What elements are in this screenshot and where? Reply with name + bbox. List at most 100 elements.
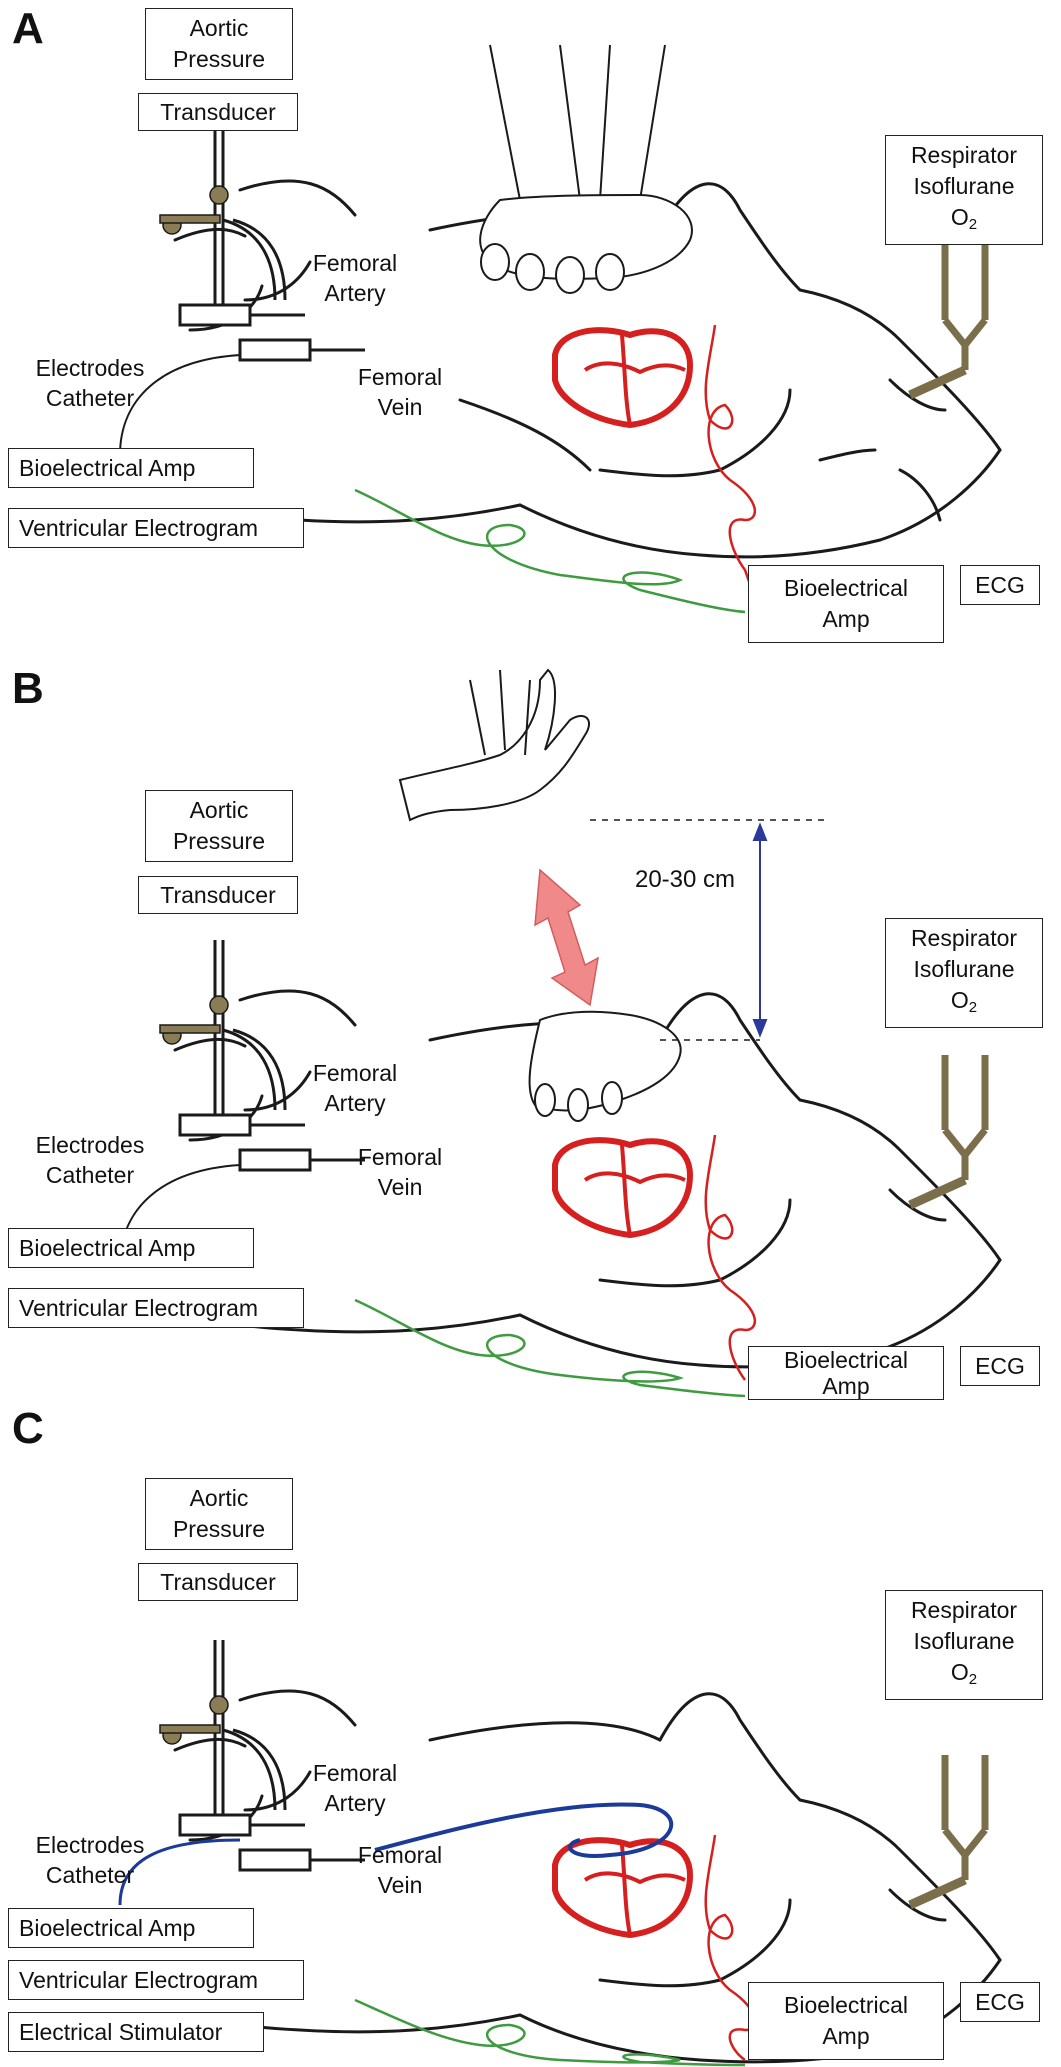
transducer-box: Transducer <box>138 1563 298 1601</box>
ventricular-electrogram-box: Ventricular Electrogram <box>8 1288 304 1328</box>
electrogram-lead <box>354 488 746 614</box>
respirator-label-2: Isoflurane <box>913 956 1015 982</box>
bioelectrical-amp-left-box: Bioelectrical Amp <box>8 448 254 488</box>
compression-arrow <box>534 868 599 1007</box>
panel-a: A Aortic Pressure Transducer Femoral Art… <box>0 0 1061 660</box>
ventricular-electrogram-box: Ventricular Electrogram <box>8 1960 304 2000</box>
bioelectrical-amp-right-label-2: Amp <box>822 1373 870 1399</box>
ecg-label: ECG <box>975 1988 1025 2015</box>
aortic-pressure-box: Aortic Pressure <box>145 1478 293 1550</box>
ecg-lead <box>704 324 757 591</box>
femoral-vein-label: Femoral Vein <box>350 1840 450 1900</box>
electrical-stimulator-box: Electrical Stimulator <box>8 2012 264 2052</box>
syringe-stopcock-icon <box>178 1640 365 1872</box>
heart-icon <box>552 1137 694 1239</box>
stopcock-valves <box>159 995 229 1045</box>
respirator-label-3: O2 <box>951 985 977 1023</box>
panel-letter-b: B <box>12 664 44 713</box>
femoral-artery-label: Femoral Artery <box>300 1058 410 1118</box>
aortic-pressure-label-2: Pressure <box>172 46 266 72</box>
respirator-tube-icon <box>908 1055 989 1210</box>
hand-icon <box>479 44 693 294</box>
syringe-stopcock-icon <box>178 940 365 1172</box>
femoral-vein-line-1: Femoral <box>357 1144 443 1170</box>
femoral-artery-line-2: Artery <box>324 1090 386 1116</box>
o2-sub: 2 <box>968 999 978 1016</box>
respirator-tube-icon <box>908 245 989 400</box>
stimulator-catheter <box>374 1802 674 1858</box>
bioelectrical-amp-right-label-1: Bioelectrical <box>784 575 908 601</box>
femoral-artery-line-2: Artery <box>324 280 386 306</box>
electrodes-line-1: Electrodes <box>35 1832 145 1858</box>
ecg-label: ECG <box>975 571 1025 598</box>
electrodes-line-2: Catheter <box>45 385 135 411</box>
transducer-label: Transducer <box>160 1568 276 1595</box>
ventricular-electrogram-label: Ventricular Electrogram <box>19 1294 259 1321</box>
electrodes-line-1: Electrodes <box>35 1132 145 1158</box>
transducer-box: Transducer <box>138 876 298 914</box>
electrical-stimulator-label: Electrical Stimulator <box>19 2018 223 2045</box>
respirator-box: Respirator Isoflurane O2 <box>885 135 1043 245</box>
bioelectrical-amp-left-label: Bioelectrical Amp <box>19 1914 196 1941</box>
respirator-label-3: O2 <box>951 202 977 240</box>
aortic-pressure-label-1: Aortic <box>189 1485 249 1511</box>
electrogram-lead <box>354 1298 746 1398</box>
transducer-box: Transducer <box>138 93 298 131</box>
ecg-lead <box>704 1134 757 1381</box>
bioelectrical-amp-right-label-1: Bioelectrical <box>784 1347 908 1373</box>
bioelectrical-amp-left-label: Bioelectrical Amp <box>19 1234 196 1261</box>
panel-letter-a: A <box>12 4 44 53</box>
bioelectrical-amp-right-box: Bioelectrical Amp <box>748 1982 944 2060</box>
ecg-box: ECG <box>960 1982 1040 2022</box>
aortic-pressure-label-2: Pressure <box>172 1516 266 1542</box>
aortic-pressure-box: Aortic Pressure <box>145 8 293 80</box>
femoral-artery-line-1: Femoral <box>312 1760 398 1786</box>
femoral-vein-line-2: Vein <box>377 394 423 420</box>
respirator-label-1: Respirator <box>910 1597 1018 1623</box>
stopcock-valves <box>159 185 229 235</box>
femoral-artery-label: Femoral Artery <box>300 248 410 308</box>
bioelectrical-amp-left-box: Bioelectrical Amp <box>8 1908 254 1948</box>
o2-o: O <box>950 204 969 230</box>
femoral-vein-label: Femoral Vein <box>350 362 450 422</box>
o2-sub: 2 <box>968 1671 978 1688</box>
ventricular-electrogram-box: Ventricular Electrogram <box>8 508 304 548</box>
femoral-artery-line-2: Artery <box>324 1790 386 1816</box>
respirator-label-2: Isoflurane <box>913 1628 1015 1654</box>
ecg-box: ECG <box>960 565 1040 605</box>
femoral-vein-line-1: Femoral <box>357 1842 443 1868</box>
electrodes-catheter-label: Electrodes Catheter <box>20 1130 160 1190</box>
respirator-label-3: O2 <box>951 1657 977 1695</box>
bioelectrical-amp-right-label-1: Bioelectrical <box>784 1992 908 2018</box>
femoral-artery-label: Femoral Artery <box>300 1758 410 1818</box>
hand-lower-icon <box>528 1010 760 1122</box>
electrode-catheter <box>119 354 241 456</box>
respirator-label-1: Respirator <box>910 925 1018 951</box>
femoral-vein-line-2: Vein <box>377 1174 423 1200</box>
aortic-pressure-label-2: Pressure <box>172 828 266 854</box>
electrogram-lead <box>354 1998 746 2067</box>
femoral-artery-line-1: Femoral <box>312 1060 398 1086</box>
bioelectrical-amp-right-label-2: Amp <box>822 2023 870 2049</box>
electrodes-line-1: Electrodes <box>35 355 145 381</box>
panel-a-drawing <box>119 44 1002 614</box>
o2-sub: 2 <box>968 216 978 233</box>
ecg-box: ECG <box>960 1346 1040 1386</box>
femoral-artery-line-1: Femoral <box>312 250 398 276</box>
aortic-pressure-label-1: Aortic <box>189 797 249 823</box>
respirator-label-2: Isoflurane <box>913 173 1015 199</box>
respirator-tube-icon <box>908 1755 989 1910</box>
electrodes-line-2: Catheter <box>45 1162 135 1188</box>
bioelectrical-amp-left-box: Bioelectrical Amp <box>8 1228 254 1268</box>
femoral-vein-line-1: Femoral <box>357 364 443 390</box>
electrodes-catheter-label: Electrodes Catheter <box>20 1830 160 1890</box>
syringe-stopcock-icon <box>178 130 365 362</box>
electrodes-line-2: Catheter <box>45 1862 135 1888</box>
respirator-box: Respirator Isoflurane O2 <box>885 1590 1043 1700</box>
ecg-label: ECG <box>975 1352 1025 1379</box>
heart-icon <box>552 327 694 429</box>
panel-c: C Aortic Pressure Transducer Femoral Art… <box>0 1400 1061 2067</box>
stopcock-valves <box>159 1695 229 1745</box>
panel-letter-c: C <box>12 1404 44 1453</box>
aortic-pressure-label-1: Aortic <box>189 15 249 41</box>
